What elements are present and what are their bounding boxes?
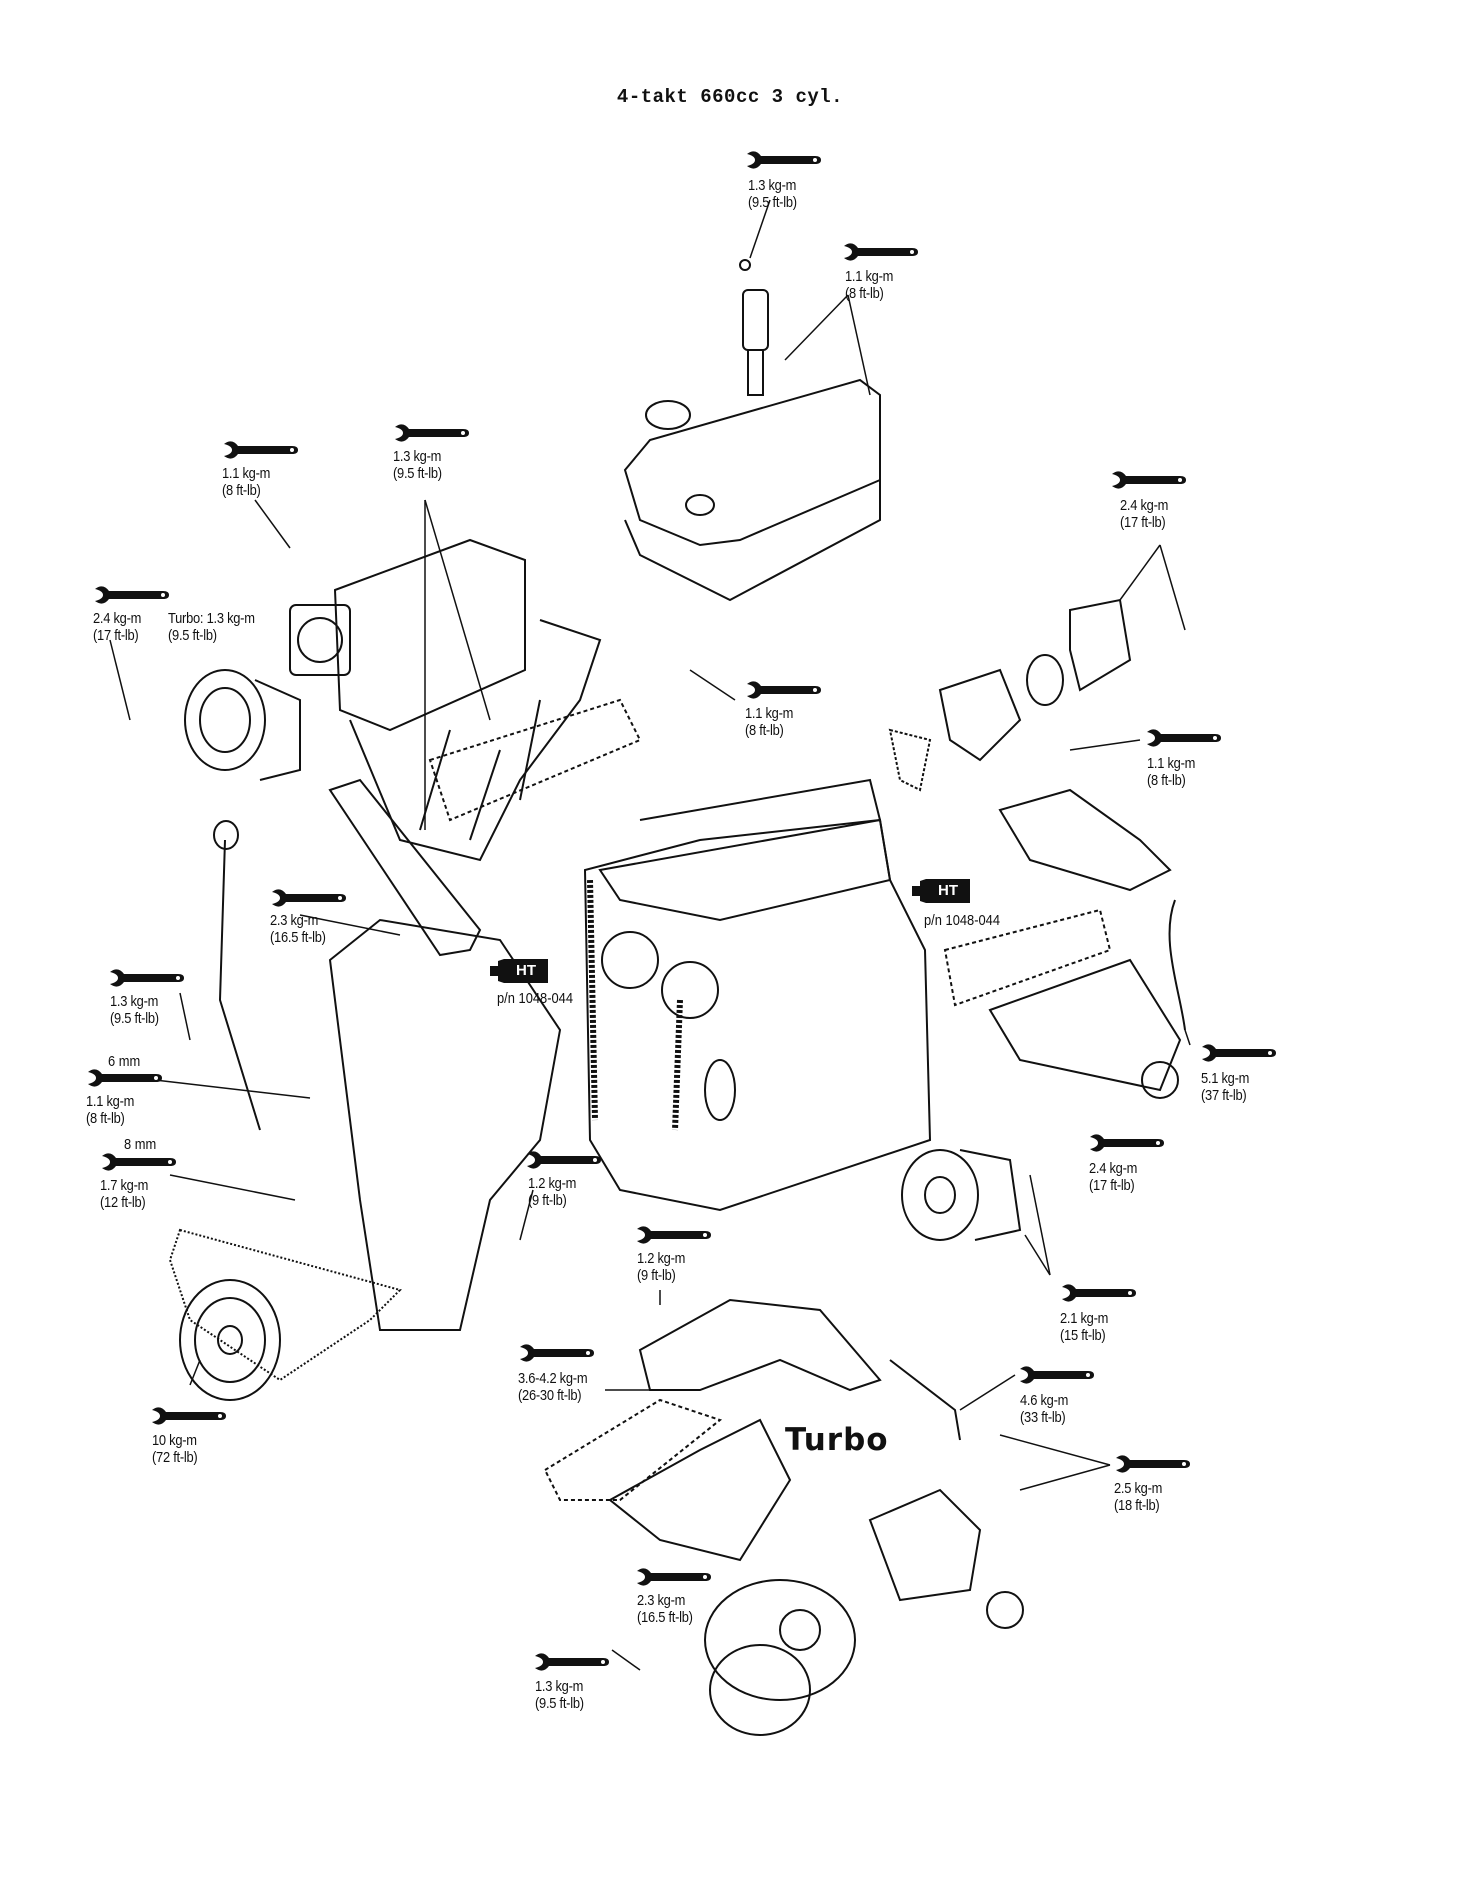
- torque-label: 2.5 kg-m(18 ft-lb): [1114, 1480, 1163, 1514]
- wrench-icon: [95, 586, 169, 604]
- dipstick-handle: [213, 820, 239, 850]
- wrench-icon: [520, 1344, 594, 1362]
- torque-label: 10 kg-m(72 ft-lb): [152, 1432, 198, 1466]
- bolt-size-label: 8 mm: [124, 1136, 157, 1153]
- manifold-stay: [328, 778, 482, 957]
- wrench-icon: [637, 1226, 711, 1244]
- exhaust-manifold: [943, 908, 1182, 1099]
- engine-block: [583, 778, 932, 1212]
- dipstick: [218, 839, 261, 1131]
- wrench-icon: [395, 424, 469, 442]
- torque-label: 4.6 kg-m(33 ft-lb): [1020, 1392, 1069, 1426]
- torque-label: 3.6-4.2 kg-m(26-30 ft-lb): [518, 1370, 588, 1404]
- torque-label: 2.4 kg-m(17 ft-lb): [1120, 497, 1169, 531]
- wrench-icon: [535, 1653, 609, 1671]
- torque-label: 1.3 kg-m(9.5 ft-lb): [110, 993, 159, 1027]
- diagram-title: 4-takt 660cc 3 cyl.: [616, 86, 844, 108]
- valve-cover: [623, 378, 881, 602]
- wrench-icon: [747, 681, 821, 699]
- torque-label: 1.3 kg-m(9.5 ft-lb): [748, 177, 797, 211]
- sealant-tube-icon: [490, 959, 548, 983]
- intake-manifold: [333, 538, 602, 862]
- intake-gasket: [428, 698, 642, 822]
- torque-label: 1.2 kg-m(9 ft-lb): [528, 1175, 577, 1209]
- wrench-icon: [527, 1151, 601, 1169]
- wrench-icon: [102, 1153, 176, 1171]
- torque-label: 1.1 kg-m(8 ft-lb): [745, 705, 794, 739]
- torque-label: 1.3 kg-m(9.5 ft-lb): [393, 448, 442, 482]
- exhaust-heat-shield: [998, 788, 1172, 892]
- turbo-section-label: Turbo: [785, 1422, 889, 1458]
- turbo-heat-shield: [638, 1298, 882, 1392]
- o2-sensor-wire: [1168, 899, 1186, 1031]
- wrench-icon: [110, 969, 184, 987]
- leader-lines: [109, 199, 1191, 1671]
- torque-label: 2.4 kg-m(17 ft-lb): [93, 610, 142, 644]
- wrench-icon: [747, 151, 821, 169]
- wrench-icon: [1202, 1044, 1276, 1062]
- torque-label: 5.1 kg-m(37 ft-lb): [1201, 1070, 1250, 1104]
- bolt-size-label: 6 mm: [108, 1053, 141, 1070]
- wrench-icon: [637, 1568, 711, 1586]
- sealant-badge: HT: [912, 877, 972, 905]
- torque-label: 1.1 kg-m(8 ft-lb): [845, 268, 894, 302]
- crank-pulley: [168, 1228, 402, 1401]
- sealant-tube-icon: [912, 879, 970, 903]
- wrench-icon: [1020, 1366, 1094, 1384]
- wrench-icon: [1062, 1284, 1136, 1302]
- wrench-icon: [1147, 729, 1221, 747]
- wrench-icon: [224, 441, 298, 459]
- sealant-badge: HT: [490, 957, 550, 985]
- sealant-part-number: p/n 1048-044: [924, 912, 1001, 929]
- torque-label: 1.1 kg-m(8 ft-lb): [86, 1093, 135, 1127]
- wrench-icon: [152, 1407, 226, 1425]
- torque-label: 1.1 kg-m(8 ft-lb): [222, 465, 271, 499]
- throttle-body: [184, 604, 351, 781]
- wrench-icon: [1112, 471, 1186, 489]
- turbo-exhaust-manifold: [608, 1418, 792, 1562]
- sealant-part-number: p/n 1048-044: [497, 990, 574, 1007]
- turbo-o2-line: [889, 1359, 961, 1441]
- wrench-icon: [844, 243, 918, 261]
- torque-label: 1.2 kg-m(9 ft-lb): [637, 1250, 686, 1284]
- torque-label: 1.7 kg-m(12 ft-lb): [100, 1177, 149, 1211]
- wrench-icon: [88, 1069, 162, 1087]
- torque-label: 2.3 kg-m(16.5 ft-lb): [637, 1592, 693, 1626]
- turbo-manifold-gasket: [543, 1398, 723, 1501]
- turbocharger: [704, 1488, 1024, 1736]
- wrench-icon: [1116, 1455, 1190, 1473]
- wrench-icon: [1090, 1134, 1164, 1152]
- torque-label-turbo: Turbo: 1.3 kg-m(9.5 ft-lb): [168, 610, 255, 644]
- torque-label: 1.3 kg-m(9.5 ft-lb): [535, 1678, 584, 1712]
- ignition-coil: [739, 259, 769, 396]
- torque-label: 2.1 kg-m(15 ft-lb): [1060, 1310, 1109, 1344]
- timing-cover: [328, 918, 562, 1331]
- thermostat-housing: [888, 598, 1132, 792]
- wrench-icon: [272, 889, 346, 907]
- water-pump: [901, 1149, 1022, 1241]
- torque-label: 2.4 kg-m(17 ft-lb): [1089, 1160, 1138, 1194]
- torque-label: 2.3 kg-m(16.5 ft-lb): [270, 912, 326, 946]
- torque-label: 1.1 kg-m(8 ft-lb): [1147, 755, 1196, 789]
